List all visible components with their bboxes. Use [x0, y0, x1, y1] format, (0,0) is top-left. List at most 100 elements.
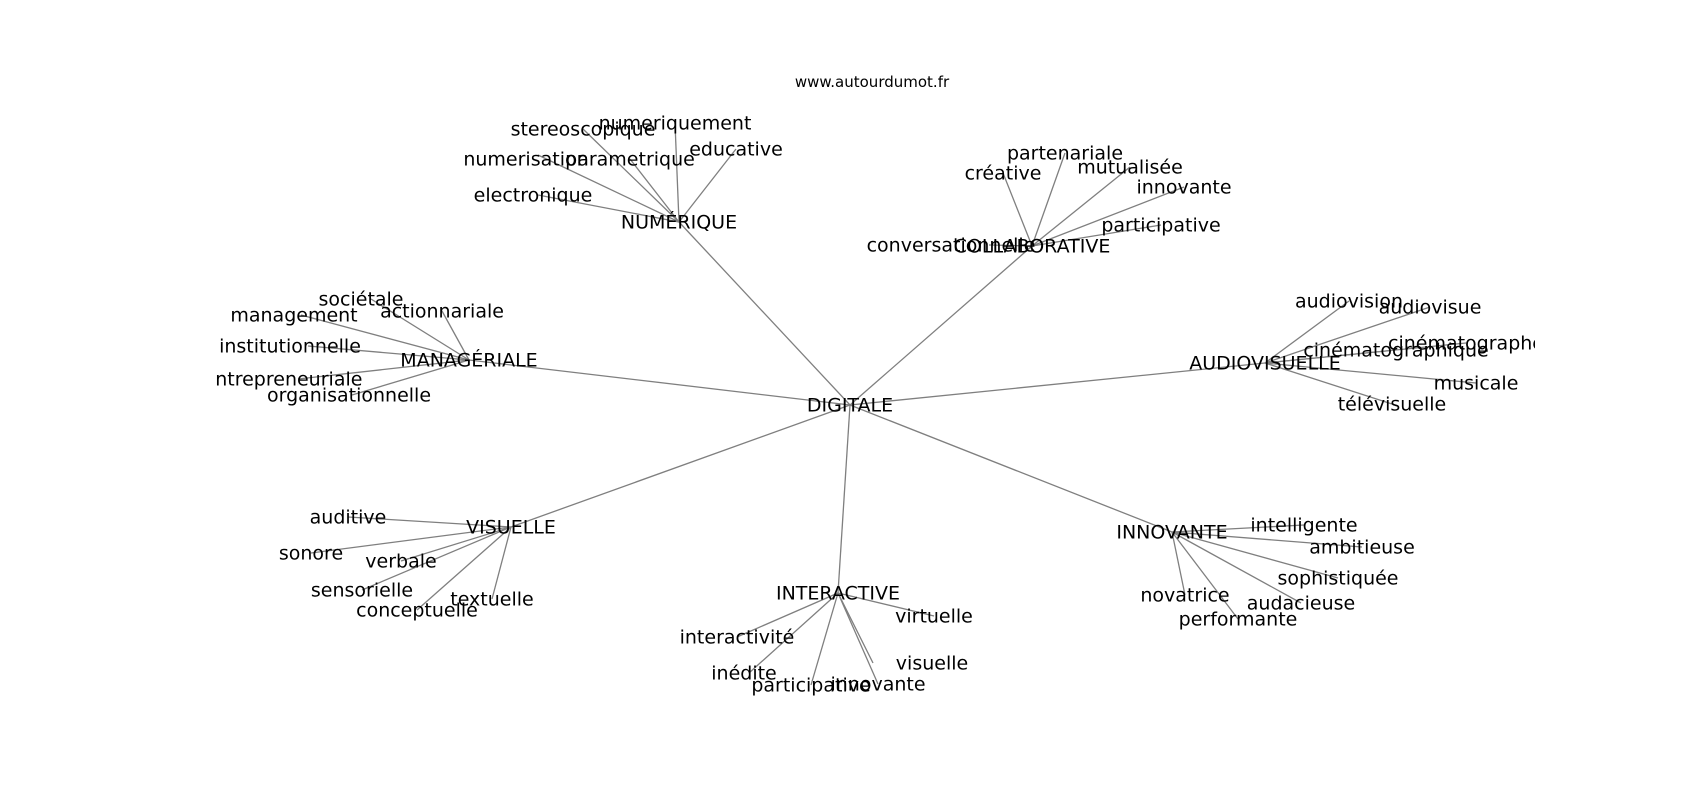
- edge-visuelle-sonore: [310, 526, 512, 554]
- leaf-node-auditive: auditive: [310, 507, 387, 529]
- leaf-node-societale: sociétale: [319, 289, 404, 311]
- leaf-node-participative: participative: [751, 675, 870, 697]
- edge-visuelle-sensorielle: [361, 526, 512, 591]
- group-node-numerique: NUMÉRIQUE: [621, 211, 737, 234]
- leaf-node-musicale: musicale: [1434, 373, 1519, 395]
- edge-collaborative-participative: [1031, 224, 1162, 247]
- edge-numerique-parametrique: [629, 158, 680, 223]
- leaf-node-participative: participative: [1101, 215, 1220, 237]
- edge-collaborative-creative: [1002, 172, 1033, 247]
- edge-visuelle-auditive: [347, 516, 512, 528]
- edge-collaborative-innovante: [1031, 186, 1185, 247]
- labels: DIGITALE NUMÉRIQUE numeriquementstereoscop…: [204, 113, 1544, 697]
- group-node-collaborative: COLLABORATIVE: [954, 236, 1111, 258]
- edge-innovante-audacieuse: [1171, 531, 1302, 604]
- edge-interactive-interactivite: [736, 592, 839, 638]
- leaf-node-virtuelle: virtuelle: [895, 606, 973, 628]
- edge-innovante-novatrice: [1171, 531, 1186, 596]
- edge-numerique-numerisation: [537, 154, 680, 223]
- edge-audiovisuelle-cinematographique: [1264, 349, 1397, 364]
- edge-manageriale-institutionnelle: [307, 345, 470, 361]
- edge-interactive-participative: [810, 592, 839, 686]
- leaf-node-management: management: [230, 305, 357, 327]
- leaf-node-creative: créative: [965, 163, 1042, 185]
- leaf-node-partenariale: partenariale: [1007, 143, 1123, 165]
- leaf-node-educative: educative: [689, 139, 783, 161]
- leaf-node-ambitieuse: ambitieuse: [1309, 537, 1415, 559]
- leaf-node-numeriquement: numeriquement: [599, 113, 752, 135]
- edge-numerique-stereoscopique: [582, 128, 680, 223]
- edge-root-innovante: [849, 404, 1173, 533]
- edge-audiovisuelle-musicale: [1264, 362, 1477, 384]
- edge-root-interactive: [837, 404, 851, 594]
- leaf-node-audacieuse: audacieuse: [1247, 593, 1355, 615]
- leaf-node-interactivite: interactivité: [680, 627, 795, 649]
- leaf-node-sophistiquee: sophistiquée: [1277, 568, 1398, 590]
- leaf-node-verbale: verbale: [365, 551, 436, 573]
- edge-numerique-numeriquement: [674, 122, 680, 223]
- edge-numerique-electronique: [537, 194, 680, 223]
- edge-innovante-sophistiquee: [1171, 531, 1339, 579]
- edge-collaborative-partenariale: [1031, 152, 1066, 247]
- edge-collaborative-conversationnelle: [988, 244, 1033, 247]
- leaf-node-parametrique: parametrique: [565, 149, 695, 171]
- root-node-label: DIGITALE: [807, 395, 893, 417]
- leaf-node-intelligente: intelligente: [1250, 515, 1357, 537]
- leaf-node-innovante: innovante: [1136, 177, 1231, 199]
- leaf-node-electronique: electronique: [474, 185, 593, 207]
- edge-innovante-ambitieuse: [1171, 531, 1363, 548]
- edge-innovante-intelligente: [1171, 524, 1305, 533]
- edge-root-numerique: [678, 221, 851, 406]
- leaf-node-conceptuelle: conceptuelle: [356, 600, 478, 622]
- edge-visuelle-verbale: [400, 526, 512, 562]
- group-node-interactive: INTERACTIVE: [776, 583, 900, 605]
- edge-innovante-performante: [1171, 531, 1239, 620]
- edge-root-visuelle: [510, 404, 851, 528]
- edge-manageriale-management: [300, 314, 470, 361]
- group-node-audiovisuelle: AUDIOVISUELLE: [1189, 353, 1341, 375]
- edge-visuelle-conceptuelle: [416, 526, 512, 611]
- leaf-node-institutionnelle: institutionnelle: [219, 336, 361, 358]
- edge-root-manageriale: [468, 359, 851, 406]
- group-node-innovante: INNOVANTE: [1116, 522, 1227, 544]
- leaf-node-organisationnelle: organisationnelle: [267, 385, 431, 407]
- leaf-node-cinematographe: cinématographe: [1388, 333, 1544, 355]
- leaf-node-novatrice: novatrice: [1140, 585, 1229, 607]
- leaf-node-audiovision: audiovision: [1295, 291, 1403, 313]
- edges: [297, 122, 1477, 686]
- edge-numerique-educative: [678, 148, 737, 223]
- edge-audiovisuelle-audiovision: [1264, 300, 1350, 364]
- edge-manageriale-organisationnelle: [351, 359, 470, 396]
- leaf-node-innovante: innovante: [830, 674, 925, 696]
- edge-manageriale-entrepreneuriale: [297, 359, 470, 380]
- edge-manageriale-societale: [370, 298, 470, 361]
- leaf-node-performante: performante: [1179, 609, 1298, 631]
- leaf-node-televisuelle: télévisuelle: [1338, 394, 1447, 416]
- site-label: www.autourdumot.fr: [795, 73, 950, 91]
- edge-audiovisuelle-audiovisue: [1264, 306, 1431, 364]
- edge-interactive-inedite: [748, 592, 839, 674]
- leaf-node-cinematographique: cinématographique: [1303, 340, 1488, 362]
- edge-collaborative-mutualisee: [1031, 166, 1131, 247]
- leaf-node-entrepreneuriale: entrepreneuriale: [204, 369, 363, 391]
- edge-root-audiovisuelle: [849, 362, 1266, 406]
- leaf-node-actionnariale: actionnariale: [380, 301, 504, 323]
- leaf-node-conversationnelle: conversationnelle: [867, 235, 1036, 257]
- leaf-node-audiovisue: audiovisue: [1379, 297, 1482, 319]
- leaf-node-visuelle: visuelle: [896, 653, 968, 675]
- leaf-node-stereoscopique: stereoscopique: [511, 119, 656, 141]
- leaf-node-mutualisee: mutualisée: [1077, 157, 1183, 179]
- leaf-node-sonore: sonore: [279, 543, 343, 565]
- group-node-visuelle: VISUELLE: [466, 517, 556, 539]
- leaf-node-sensorielle: sensorielle: [311, 580, 413, 602]
- edge-visuelle-textuelle: [491, 526, 512, 600]
- leaf-node-numerisation: numerisation: [463, 149, 588, 171]
- group-node-manageriale: MANAGÉRIALE: [400, 349, 537, 372]
- edge-manageriale-actionnariale: [441, 310, 470, 361]
- leaf-node-inedite: inédite: [711, 663, 777, 685]
- edge-audiovisuelle-televisuelle: [1264, 362, 1393, 405]
- leaf-node-textuelle: textuelle: [450, 589, 533, 611]
- edge-interactive-innovante: [837, 592, 879, 685]
- edge-root-collaborative: [849, 245, 1033, 406]
